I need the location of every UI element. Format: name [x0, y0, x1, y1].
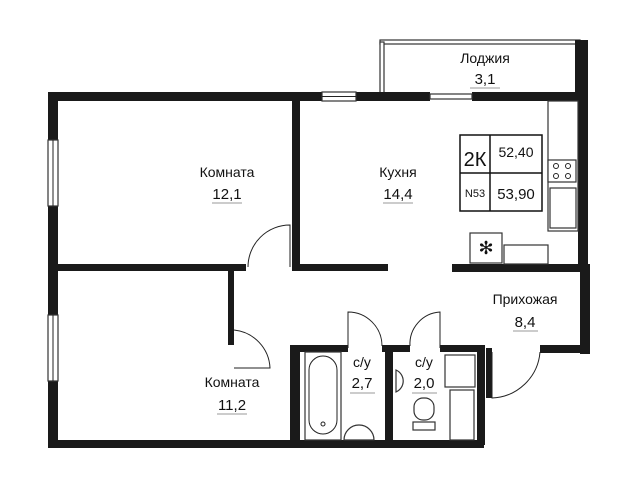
window-top [321, 91, 357, 102]
room-area: 2,7 [352, 375, 373, 392]
room-area: 12,1 [212, 186, 241, 203]
room-area: 8,4 [515, 314, 536, 331]
apartment-info-box: 2К 52,40 N53 53,90 [459, 134, 543, 212]
room-name: Прихожая [493, 291, 558, 307]
bathtub-icon [304, 351, 342, 441]
washing-machine-icon [444, 354, 476, 388]
rooms-count: 2К [464, 149, 487, 171]
room-name: Лоджия [460, 50, 510, 66]
doors [233, 224, 541, 399]
room-name: Комната [200, 164, 255, 180]
room-name: Кухня [379, 164, 416, 180]
loggia [379, 39, 588, 95]
svg-text:✻: ✻ [478, 238, 493, 258]
walls [48, 92, 590, 448]
washbasin-icon [395, 369, 404, 393]
shelf-icon [449, 389, 475, 441]
window-left-top [47, 139, 59, 207]
room-area: 14,4 [383, 186, 412, 203]
toilet-icon [412, 397, 436, 431]
balcony-door [429, 93, 473, 100]
window-left-bottom [47, 314, 59, 382]
room-name: с/у [415, 354, 433, 370]
room-area: 11,2 [218, 397, 246, 414]
room-area: 2,0 [414, 375, 435, 392]
living-area: 52,40 [498, 144, 533, 160]
room-name: с/у [353, 354, 371, 370]
washbasin-icon [343, 424, 375, 441]
apartment-number: N53 [465, 188, 485, 200]
room-area: 3,1 [475, 71, 496, 88]
total-area: 53,90 [497, 186, 535, 203]
kitchen-counter: ✻ [469, 100, 579, 265]
sink-icon [549, 187, 577, 229]
fridge-icon [469, 232, 503, 264]
room-name: Комната [205, 374, 260, 390]
stove-icon [547, 159, 577, 183]
